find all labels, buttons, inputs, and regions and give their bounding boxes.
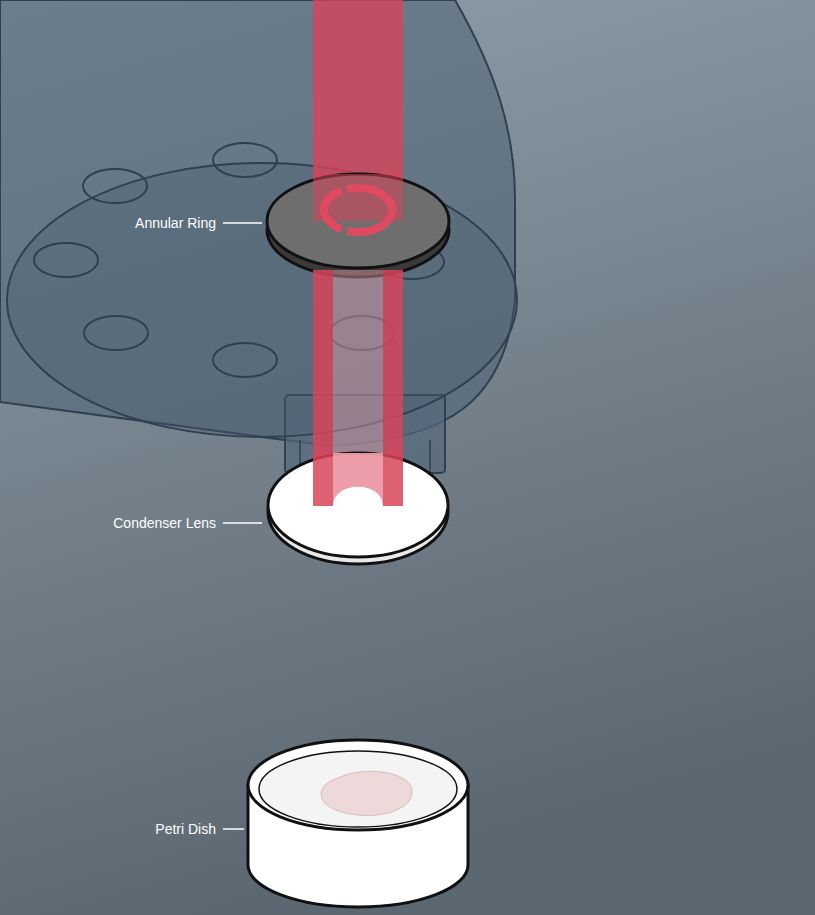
leader-line bbox=[223, 828, 244, 830]
condenser-lens bbox=[268, 453, 448, 557]
beam-core-on-lens bbox=[333, 453, 383, 506]
leader-line bbox=[223, 222, 262, 224]
cell-sample bbox=[321, 771, 412, 815]
leader-lines bbox=[223, 223, 262, 829]
leader-line bbox=[223, 522, 262, 524]
petri-dish-rim bbox=[248, 740, 468, 830]
petri-dish-inner bbox=[259, 751, 457, 827]
hollow-beam-core bbox=[333, 270, 383, 505]
part-label: Annular Ring bbox=[135, 215, 216, 231]
annular-ring bbox=[267, 174, 449, 268]
annular-slit bbox=[324, 188, 392, 232]
beam-on-lens bbox=[313, 453, 403, 506]
part-label: Petri Dish bbox=[155, 821, 216, 837]
part-label: Condenser Lens bbox=[113, 515, 216, 531]
turret-wheel bbox=[7, 163, 517, 437]
